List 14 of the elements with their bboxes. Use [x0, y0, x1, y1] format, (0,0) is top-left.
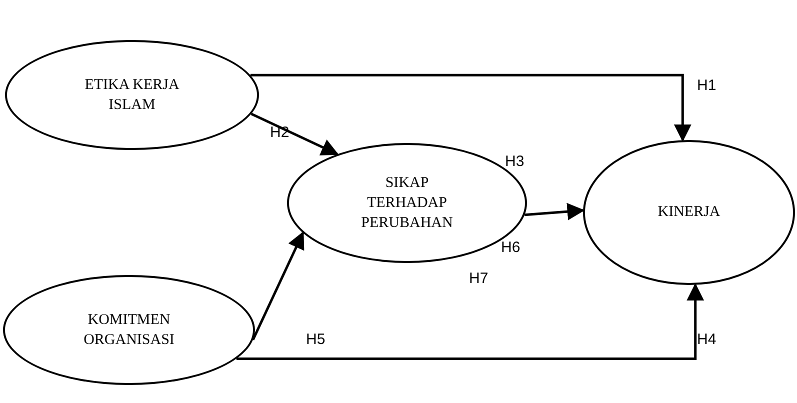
hypothesis-label: H5	[306, 331, 326, 348]
construct-label: KOMITMEN ORGANISASI	[82, 310, 176, 350]
hypothesis-label: H7	[469, 270, 488, 287]
arrow	[524, 202, 585, 220]
hypothesis-label: H3	[505, 153, 524, 170]
construct-label: SIKAP TERHADAP PERUBAHAN	[360, 174, 454, 234]
construct-label: KINERJA	[658, 203, 720, 222]
hypothesis-label: H4	[697, 331, 716, 348]
construct-label: ETIKA KERJA ISLAM	[84, 76, 180, 115]
hypothesis-label: H6	[501, 239, 520, 256]
hypothesis-label: H1	[697, 77, 716, 94]
arrow	[250, 74, 692, 142]
arrow	[236, 283, 704, 360]
arrow	[250, 112, 339, 156]
